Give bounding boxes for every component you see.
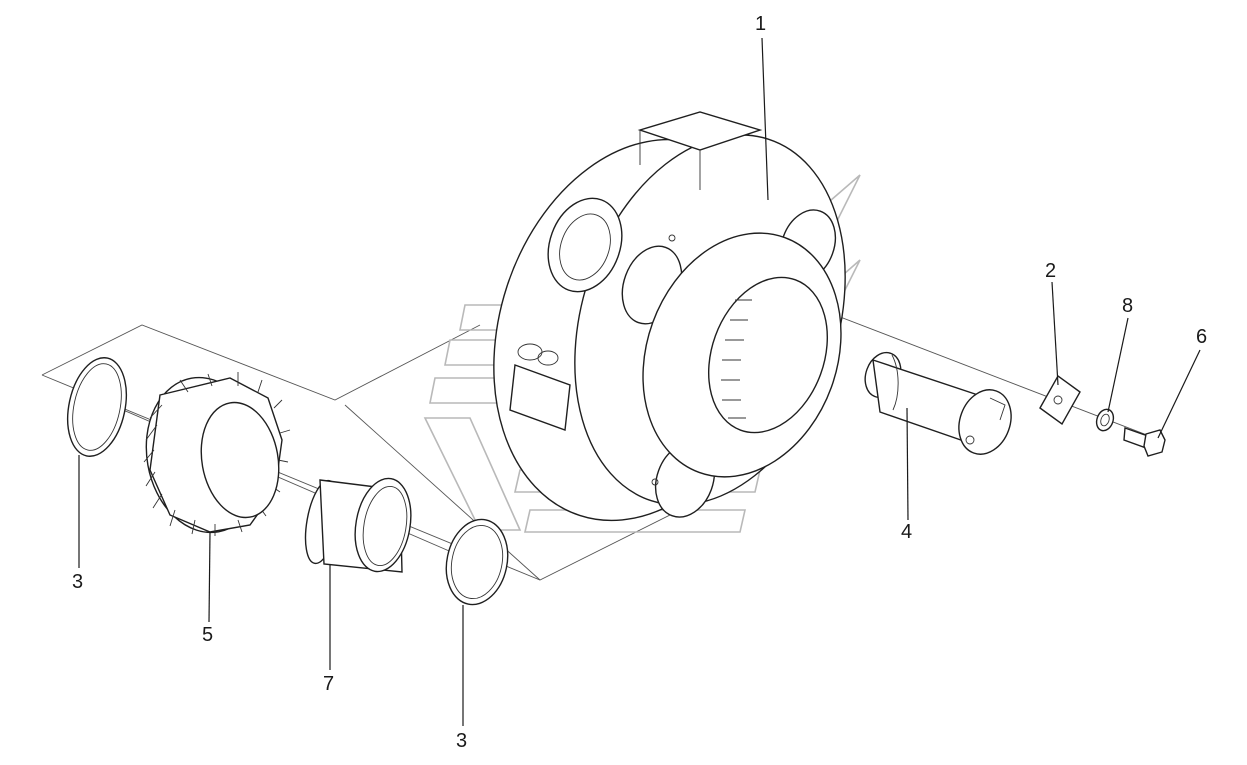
thrust-washer-right — [445, 518, 509, 606]
callout-1: 1 — [755, 13, 766, 35]
callout-5: 5 — [202, 624, 213, 646]
bolt — [1123, 427, 1166, 457]
callout-3-right: 3 — [456, 730, 467, 752]
lock-plate — [1039, 374, 1081, 426]
callout-6: 6 — [1196, 326, 1207, 348]
planet-gear — [143, 372, 291, 536]
callout-4: 4 — [901, 521, 912, 543]
washer — [1095, 408, 1115, 432]
callout-3-left: 3 — [72, 571, 83, 593]
callout-7: 7 — [323, 673, 334, 695]
planet-pin — [864, 351, 1012, 455]
leader-lines — [78, 37, 1201, 726]
callout-8: 8 — [1122, 295, 1133, 317]
internal-spline-teeth — [721, 299, 752, 419]
planet-carrier-housing — [493, 111, 846, 522]
bushing-sleeve — [304, 477, 412, 573]
callout-labels: 1 2 8 6 4 3 5 7 3 — [72, 13, 1207, 752]
callout-2: 2 — [1045, 260, 1056, 282]
thrust-washer-left — [67, 357, 127, 457]
